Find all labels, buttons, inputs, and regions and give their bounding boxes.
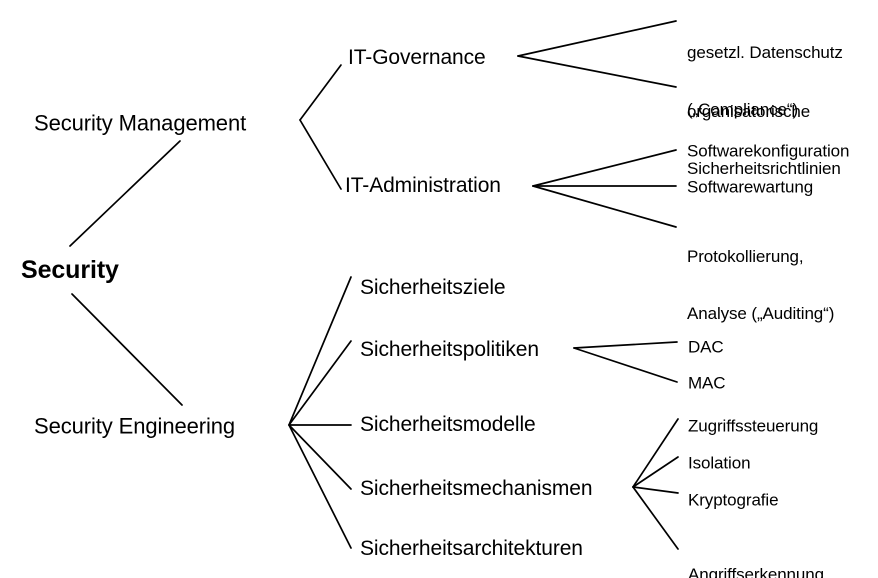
edge-security-management-to-it-administration [299, 119, 342, 190]
edge-security-engineering-to-sicherheitsmechanismen [288, 424, 352, 490]
leaf-mac[interactable]: MAC [688, 373, 726, 393]
edge-sicherheitsmechanismen-to-kryptografie [632, 486, 679, 494]
leaf-protokollierung-line1: Protokollierung, [687, 247, 804, 267]
node-sicherheitsziele[interactable]: Sicherheitsziele [360, 276, 506, 300]
leaf-gesetzl-datenschutz[interactable]: gesetzl. Datenschutz („Compliance“) [687, 5, 843, 157]
leaf-gesetzl-datenschutz-line1: gesetzl. Datenschutz [687, 43, 843, 63]
edge-it-administration-to-softwarekonfiguration [532, 149, 677, 187]
node-security-root[interactable]: Security [21, 256, 119, 284]
leaf-organisatorische-line1: organisatorische [687, 102, 811, 122]
edge-security-engineering-to-sicherheitsziele [288, 276, 352, 426]
edge-it-governance-to-datenschutz [517, 20, 677, 57]
edge-it-administration-to-protokollierung [532, 185, 677, 228]
edge-security-management-to-it-governance [299, 64, 342, 121]
leaf-isolation[interactable]: Isolation [688, 453, 751, 473]
node-security-engineering[interactable]: Security Engineering [34, 413, 236, 439]
node-sicherheitsmodelle[interactable]: Sicherheitsmodelle [360, 413, 536, 437]
edge-sicherheitsmechanismen-to-angriffserkennung [632, 486, 679, 550]
leaf-dac[interactable]: DAC [688, 337, 724, 357]
leaf-gesetzl-datenschutz-line2: („Compliance“) [687, 100, 799, 120]
edge-root-to-security-engineering [71, 293, 183, 406]
edge-sicherheitspolitiken-to-dac [573, 341, 678, 349]
leaf-organisatorische-sicherheitsrichtlinien[interactable]: organisatorische Sicherheitsrichtlinien [687, 64, 841, 216]
leaf-protokollierung-analyse[interactable]: Protokollierung, Analyse („Auditing“) [687, 209, 834, 361]
node-it-governance[interactable]: IT-Governance [348, 46, 486, 70]
node-security-management[interactable]: Security Management [34, 110, 247, 136]
leaf-softwarewartung[interactable]: Softwarewartung [687, 177, 814, 197]
leaf-zugriffssteuerung[interactable]: Zugriffssteuerung [688, 416, 819, 436]
edge-sicherheitspolitiken-to-mac [573, 347, 678, 383]
edge-security-engineering-to-sicherheitspolitiken [288, 340, 352, 426]
leaf-protokollierung-line2: Analyse („Auditing“) [687, 304, 835, 324]
node-sicherheitsarchitekturen[interactable]: Sicherheitsarchitekturen [360, 537, 583, 561]
edge-sicherheitsmechanismen-to-isolation [632, 456, 679, 488]
leaf-kryptografie[interactable]: Kryptografie [688, 490, 779, 510]
leaf-angriffserkennung[interactable]: Angriffserkennung (Intrusion Detection) [688, 527, 839, 578]
leaf-organisatorische-line2: Sicherheitsrichtlinien [687, 159, 841, 179]
edge-root-to-security-management [69, 140, 181, 247]
edge-security-engineering-to-sicherheitsarchitekturen [288, 424, 352, 549]
node-sicherheitsmechanismen[interactable]: Sicherheitsmechanismen [360, 477, 593, 501]
edge-sicherheitsmechanismen-to-zugriffssteuerung [632, 418, 679, 488]
edge-it-governance-to-organisatorische [517, 55, 677, 88]
leaf-angriffserkennung-line1: Angriffserkennung [688, 565, 824, 578]
node-sicherheitspolitiken[interactable]: Sicherheitspolitiken [360, 338, 539, 362]
node-it-administration[interactable]: IT-Administration [345, 174, 501, 198]
leaf-softwarekonfiguration[interactable]: Softwarekonfiguration [687, 141, 850, 161]
